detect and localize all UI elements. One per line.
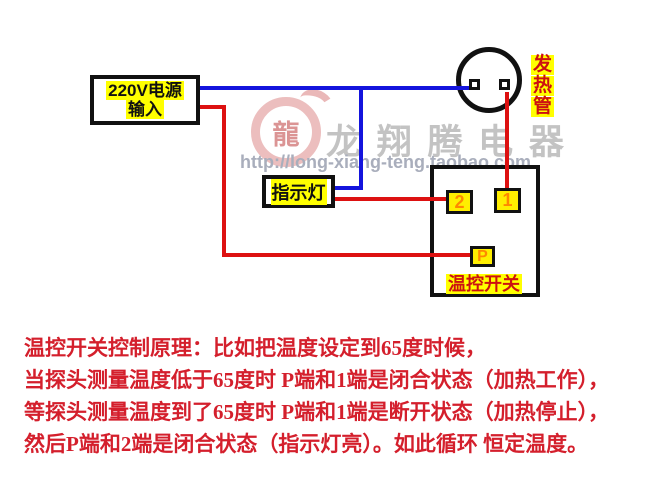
live-wire-down-left <box>222 105 226 257</box>
explanation-line-4: 然后P端和2端是闭合状态（指示灯亮）。如此循环 恒定温度。 <box>24 432 589 456</box>
heater-label: 发 热 管 <box>531 54 555 118</box>
wire-heater-to-terminal-1 <box>505 92 509 191</box>
thermostat-terminal-p: P <box>470 246 495 267</box>
watermark-brand-text: 龙 翔 腾 电 器 <box>326 123 567 162</box>
thermostat-switch-label-text: 温控开关 <box>446 274 522 294</box>
heater-pin-right <box>499 79 510 90</box>
heater-label-char-3: 管 <box>531 96 555 117</box>
heating-element-circle <box>456 47 522 113</box>
explanation-line-2: 当探头测量温度低于65度时 P端和1端是闭合状态（加热工作）， <box>24 368 610 392</box>
power-input-label-line2: 输入 <box>126 100 164 119</box>
indicator-lamp-label: 指示灯 <box>270 178 327 205</box>
thermostat-terminal-1: 1 <box>494 188 521 213</box>
explanation-line-3: 等探头测量温度到了65度时 P端和1端是断开状态（加热停止）， <box>24 400 610 424</box>
neutral-wire-power-to-heater <box>200 86 473 90</box>
neutral-wire-into-indicator <box>333 186 363 190</box>
thermostat-switch-label: 温控开关 <box>446 270 522 296</box>
watermark-logo-character: 龍 <box>272 119 300 150</box>
neutral-wire-branch-down <box>359 86 363 190</box>
heater-label-char-2: 热 <box>531 75 555 96</box>
wire-indicator-to-terminal-2 <box>333 197 448 201</box>
heater-pin-left <box>469 79 480 90</box>
live-wire-to-terminal-p <box>222 253 474 257</box>
explanation-notes: 温控开关控制原理：比如把温度设定到65度时候， 当探头测量温度低于65度时 P端… <box>24 332 609 460</box>
thermostat-terminal-2: 2 <box>446 190 473 214</box>
power-input-box: 220V电源 输入 <box>90 75 200 125</box>
indicator-lamp-box: 指示灯 <box>262 175 335 208</box>
heater-label-char-1: 发 <box>531 54 555 75</box>
power-input-label-line1: 220V电源 <box>106 81 184 100</box>
live-wire-power-out <box>200 105 226 109</box>
watermark-logo-icon: 龍 <box>251 97 321 167</box>
thermostat-switch-outline <box>430 165 540 297</box>
explanation-line-1: 温控开关控制原理：比如把温度设定到65度时候， <box>24 336 486 360</box>
